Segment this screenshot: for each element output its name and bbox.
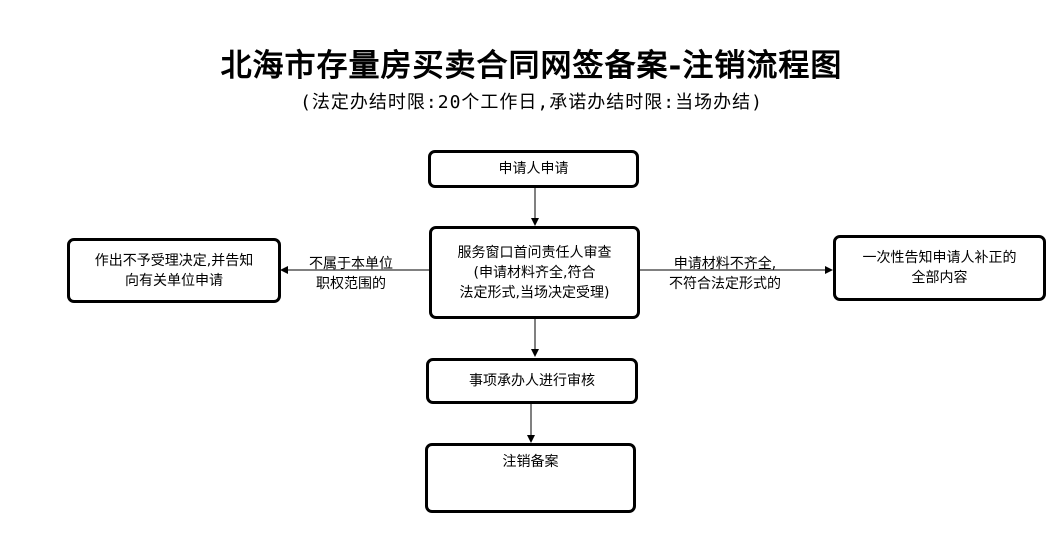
node-reject-line-1: 作出不予受理决定,并告知 — [94, 252, 254, 269]
edge-label-to-notify-line-2: 不符合法定形式的 — [669, 276, 781, 292]
edge-label-to-reject-line-1: 不属于本单位 — [309, 256, 393, 272]
node-cancel: 注销备案 — [425, 443, 636, 513]
node-handle: 事项承办人进行审核 — [426, 358, 638, 404]
node-reject-line-2: 向有关单位申请 — [125, 272, 223, 289]
node-cancel-line-1: 注销备案 — [502, 454, 559, 470]
node-review-line-3: 法定形式,当场决定受理) — [459, 284, 610, 301]
node-handle-line-1: 事项承办人进行审核 — [469, 373, 595, 389]
node-notify-line-2: 全部内容 — [911, 270, 968, 286]
node-notify: 一次性告知申请人补正的 全部内容 — [833, 235, 1046, 301]
node-notify-line-1: 一次性告知申请人补正的 — [862, 250, 1017, 266]
node-apply: 申请人申请 — [428, 150, 639, 188]
node-review: 服务窗口首问责任人审查 (申请材料齐全,符合 法定形式,当场决定受理) — [429, 226, 640, 319]
edge-label-to-reject-line-2: 职权范围的 — [316, 276, 386, 292]
edge-label-to-reject: 不属于本单位 职权范围的 — [295, 254, 407, 294]
node-apply-line-1: 申请人申请 — [498, 161, 569, 177]
page-subtitle: (法定办结时限:20个工作日,承诺办结时限:当场办结) — [300, 92, 763, 113]
node-review-line-1: 服务窗口首问责任人审查 — [457, 244, 612, 261]
node-reject: 作出不予受理决定,并告知 向有关单位申请 — [67, 238, 281, 303]
edge-label-to-notify-line-1: 申请材料不齐全, — [673, 256, 777, 272]
edge-label-to-notify: 申请材料不齐全, 不符合法定形式的 — [645, 254, 805, 294]
page-title: 北海市存量房买卖合同网签备案-注销流程图 — [220, 48, 843, 84]
node-review-line-2: (申请材料齐全,符合 — [473, 264, 596, 281]
